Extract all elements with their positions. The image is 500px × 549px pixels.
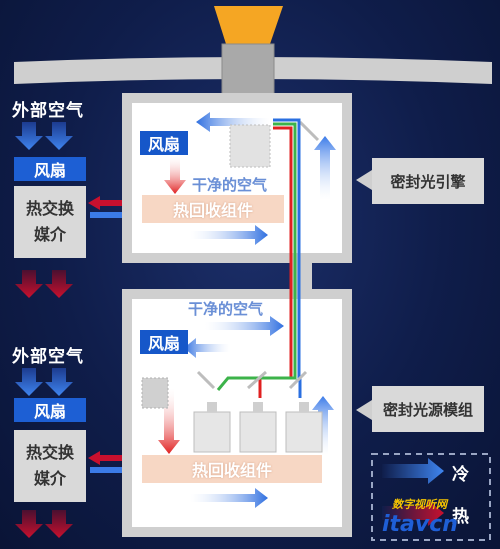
fan-inner-bottom: 风扇 <box>140 330 188 354</box>
clean-air-arrow-bottom <box>205 316 284 336</box>
hot-exhaust-arrows-bottom <box>15 510 73 538</box>
legend-hot-label: 热 <box>452 507 469 527</box>
heat-exchange-box-bottom: 热交换 媒介 <box>14 430 86 502</box>
hot-down-arrow-top <box>164 155 186 194</box>
outside-air-label-bottom: 外部空气 <box>12 347 84 367</box>
mirror-1 <box>196 370 216 390</box>
watermark-en: itavcn <box>382 512 458 537</box>
led-cap-3 <box>299 402 309 412</box>
led-module-1 <box>193 411 231 453</box>
mirror-2 <box>247 370 267 390</box>
heat-exchange-box-top: 热交换 媒介 <box>14 186 86 258</box>
dmd-chip <box>229 124 271 168</box>
mirror-3 <box>288 370 308 390</box>
led-module-2 <box>239 411 277 453</box>
cold-right-arrow-top <box>190 225 268 245</box>
clean-air-label-top: 干净的空气 <box>192 176 268 194</box>
engine-pointer <box>356 170 372 190</box>
clean-air-arrow-top <box>196 112 270 132</box>
hx-top-line1: 热交换 <box>25 199 74 218</box>
sealed-engine-box: 密封光引擎 <box>372 158 484 204</box>
outside-air-label-top: 外部空气 <box>12 101 84 121</box>
legend-cold-arrow <box>382 458 444 484</box>
legend-hot-arrow <box>382 500 444 526</box>
module-pointer <box>356 400 372 420</box>
mirror-top <box>298 120 320 142</box>
cold-intake-arrows-top <box>15 122 73 150</box>
heat-recovery-bottom: 热回收组件 <box>142 455 322 483</box>
hot-down-arrow-bottom <box>158 388 180 454</box>
fan-box-left-bottom: 风扇 <box>14 398 86 422</box>
legend-cold-label: 冷 <box>452 465 469 485</box>
heat-recovery-top: 热回收组件 <box>142 195 284 223</box>
cold-up-arrow-top <box>314 136 336 200</box>
clean-air-label-bottom: 干净的空气 <box>188 300 264 318</box>
lens-icon <box>214 6 283 44</box>
cold-up-arrow-bottom <box>312 396 334 455</box>
hx-top-line2: 媒介 <box>33 225 66 244</box>
led-cap-1 <box>207 402 217 412</box>
cold-intake-arrows-bottom <box>15 368 73 396</box>
led-module-3 <box>285 411 323 453</box>
legend-box <box>371 453 491 541</box>
hx-bottom-line2: 媒介 <box>33 469 66 488</box>
hx-link-arrows-top <box>88 196 142 222</box>
light-module-left <box>141 377 169 409</box>
fan-box-left-top: 风扇 <box>14 157 86 181</box>
cold-left-arrow-bottom <box>184 338 230 358</box>
led-cap-2 <box>253 402 263 412</box>
cold-right-arrow-bottom <box>190 488 268 508</box>
sealed-light-module-box: 密封光源模组 <box>372 386 484 432</box>
fan-inner-top: 风扇 <box>140 131 188 155</box>
hx-bottom-line1: 热交换 <box>25 443 74 462</box>
hot-exhaust-arrows-top <box>15 270 73 298</box>
watermark-cn: 数字视听网 <box>392 498 447 511</box>
hx-link-arrows-bottom <box>88 451 142 477</box>
